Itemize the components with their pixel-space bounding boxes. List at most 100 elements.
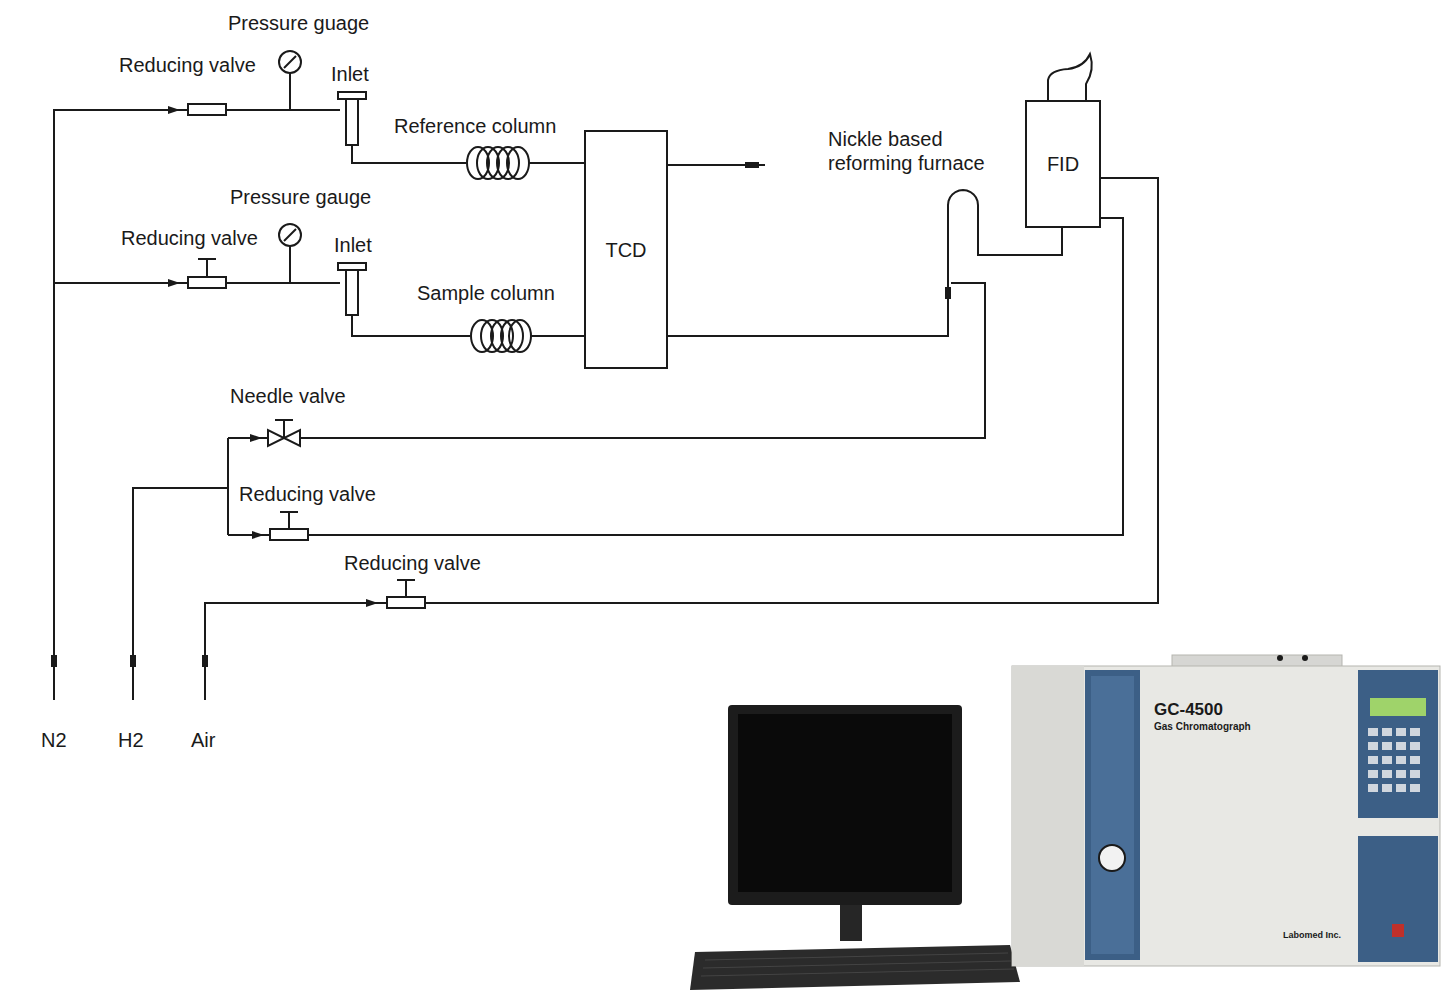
component-label: Needle valve <box>229 384 347 408</box>
line-marker <box>130 655 136 667</box>
panel-gauge <box>1099 845 1125 871</box>
column-line <box>530 335 584 337</box>
column-line <box>352 315 470 336</box>
valve-handle <box>280 512 298 529</box>
key <box>1382 728 1392 736</box>
key <box>1368 770 1378 778</box>
inlet-tube <box>346 99 358 145</box>
key <box>1368 742 1378 750</box>
flow-arrow <box>168 279 180 287</box>
component-label: Reducing valve <box>120 226 259 250</box>
key <box>1396 756 1406 764</box>
gas-lines <box>54 73 1158 700</box>
node-text: FID <box>1047 152 1079 176</box>
gauge-needle <box>284 229 296 241</box>
key <box>1396 784 1406 792</box>
gauge-needle <box>284 56 296 68</box>
key <box>1396 742 1406 750</box>
brand-name: Labomed Inc. <box>1282 930 1342 941</box>
flow-arrow <box>366 599 378 607</box>
component-label: Reducing valve <box>343 551 482 575</box>
lid-port <box>1302 655 1308 661</box>
key <box>1396 728 1406 736</box>
product-name: Gas Chromatograph <box>1153 721 1252 733</box>
component-label: Pressure guage <box>227 11 370 35</box>
sample-flow-line <box>668 190 1062 336</box>
h2-line <box>133 488 228 700</box>
gauge-stem <box>289 246 291 283</box>
key <box>1382 784 1392 792</box>
keyboard <box>690 945 1020 990</box>
reducing-valve-symbol <box>188 104 226 115</box>
key <box>1410 728 1420 736</box>
detector-box: TCD <box>584 130 668 369</box>
keypad-panel <box>1358 670 1438 818</box>
column-line <box>528 162 584 164</box>
computer-photo <box>690 705 1020 990</box>
coil-loop <box>507 147 529 179</box>
key <box>1410 742 1420 750</box>
component-label: Reducing valve <box>238 482 377 506</box>
detector-box: FID <box>1025 100 1101 228</box>
valve-handle <box>275 420 293 438</box>
side-face <box>1012 666 1084 966</box>
line-marker <box>202 655 208 667</box>
gauge-stem <box>289 73 291 110</box>
monitor-bezel <box>728 705 962 905</box>
reducing-valve-symbol <box>270 529 308 540</box>
lid-port <box>1277 655 1283 661</box>
keyboard-keys <box>701 953 1014 976</box>
flow-arrow <box>250 434 262 442</box>
monitor-screen <box>738 714 952 892</box>
control-panel-inner <box>1091 676 1134 954</box>
line-marker <box>51 655 57 667</box>
line-markers <box>51 106 951 667</box>
key <box>1410 784 1420 792</box>
key <box>1368 784 1378 792</box>
flow-arrow <box>252 531 264 539</box>
air-line <box>205 178 1158 700</box>
valve-handle <box>198 259 216 277</box>
key <box>1396 770 1406 778</box>
lcd-display <box>1370 698 1426 716</box>
component-label: Pressure gauge <box>229 185 372 209</box>
pressure-gauge-symbol <box>279 51 301 73</box>
key <box>1368 756 1378 764</box>
component-label: Nickle based reforming furnace <box>827 127 1019 175</box>
gas-label: H2 <box>117 728 145 752</box>
component-label: Inlet <box>330 62 370 86</box>
node-text: TCD <box>605 238 646 262</box>
key <box>1410 770 1420 778</box>
column-line <box>352 145 466 163</box>
valve-handle <box>397 580 415 597</box>
gas-label: N2 <box>40 728 68 752</box>
fid-chimney <box>1048 54 1092 100</box>
h2-line <box>228 218 1123 535</box>
reducing-valve-symbol <box>188 277 226 288</box>
key <box>1410 756 1420 764</box>
inlet-tube <box>346 270 358 315</box>
valves <box>188 51 425 608</box>
pressure-gauge-symbol <box>279 224 301 246</box>
h2-line <box>227 438 229 535</box>
power-panel <box>1358 836 1438 962</box>
power-switch <box>1392 924 1404 937</box>
control-panel <box>1085 670 1140 960</box>
key <box>1382 756 1392 764</box>
inlet-cap <box>338 92 366 99</box>
monitor-stand <box>840 905 862 941</box>
keypad <box>1368 728 1420 792</box>
gas-label: Air <box>190 728 216 752</box>
line-marker <box>745 162 759 168</box>
key <box>1382 770 1392 778</box>
instrument-body <box>1012 666 1440 966</box>
key <box>1382 742 1392 750</box>
model-name: GC-4500 <box>1153 700 1224 720</box>
coil-loop <box>509 320 531 352</box>
flow-arrow <box>168 106 180 114</box>
key <box>1368 728 1378 736</box>
gc-instrument-photo <box>1012 655 1440 966</box>
